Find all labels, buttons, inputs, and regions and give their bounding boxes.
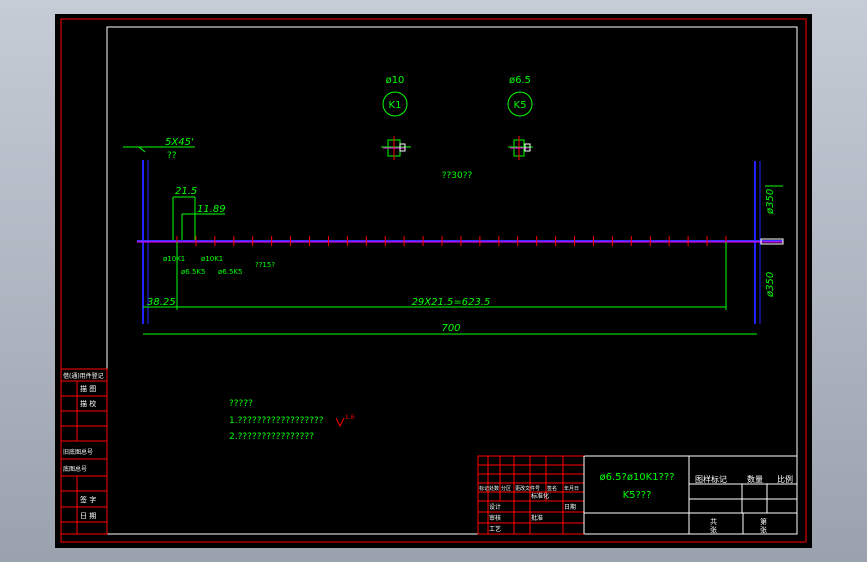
dim-span: 29X21.5=623.5	[177, 242, 727, 310]
right-label-2: 比例	[777, 474, 793, 484]
callout-k5-diameter: ø6.5	[509, 75, 531, 86]
callout-k5-symbol	[508, 136, 533, 160]
callout-k1: ø10 K1	[381, 75, 411, 160]
role-label-2: 工艺	[489, 525, 501, 533]
callout-k5-circle	[507, 91, 533, 117]
left-label-2: 描 校	[80, 399, 96, 408]
row-label-4: 签名	[547, 485, 557, 492]
left-label-5: 签 字	[80, 495, 96, 504]
role-label-3: 标准化	[531, 492, 549, 500]
dim-total-label: 700	[441, 323, 460, 334]
hole-label-3: ø6.5K5	[181, 268, 205, 276]
dim-21-5-label: 21.5	[175, 186, 197, 197]
dim-total: 700	[143, 323, 757, 335]
row-label-5: 年月日	[564, 485, 579, 492]
note-2: 2.????????????????	[229, 432, 314, 442]
title-block: 标记 处数 分区 更改文件号 签名 年月日 设计 审核 工艺 标准化 批准 日期	[477, 455, 798, 535]
change-table: 标记 处数 分区 更改文件号 签名 年月日 设计 审核 工艺 标准化 批准 日期	[477, 455, 585, 535]
hole-label-1: ø10K1	[163, 255, 185, 263]
row-label-3: 更改文件号	[515, 485, 540, 492]
left-label-1: 描 图	[80, 384, 96, 393]
part-name-line2: K5???	[623, 490, 652, 501]
pipe-end-stub	[760, 238, 784, 245]
hole-ticks	[176, 236, 727, 246]
center-note: ??30??	[442, 171, 473, 181]
left-label-3: 旧底图总号	[63, 448, 93, 456]
left-label-4: 底图总号	[63, 465, 87, 473]
roughness-value: 1.6	[345, 414, 355, 421]
chamfer-label: 5X45'	[165, 137, 194, 148]
drawing-sheet[interactable]: ø10 K1 ø6.5 K5	[55, 14, 812, 548]
role-label-1: 审核	[489, 514, 501, 522]
dim-38-25-label: 38.25	[147, 297, 176, 308]
role-label-5: 日期	[564, 503, 576, 511]
callout-k5: ø6.5 K5	[507, 75, 533, 160]
right-label-5: 第	[760, 517, 767, 526]
roughness-icon	[335, 417, 345, 428]
right-label-4: 张	[710, 525, 717, 534]
right-label-6: 张	[760, 525, 767, 534]
right-label-1: 数量	[747, 474, 763, 484]
drawing-canvas: ø10 K1 ø6.5 K5	[60, 18, 807, 543]
outer-frame	[60, 18, 807, 543]
dim-11-89-label: 11.89	[197, 204, 226, 215]
callout-k1-circle	[382, 91, 408, 117]
left-label-6: 日 期	[80, 512, 96, 520]
callout-k1-code: K1	[389, 100, 402, 111]
callout-k5-code: K5	[514, 100, 527, 111]
hole-label-4: ø6.5K5	[218, 268, 242, 276]
left-margin-table: 借(通)用件登记 描 图 描 校 旧底图总号 底图总号 签 字 日 期	[60, 368, 108, 535]
note-1: 1.??????????????????	[229, 416, 324, 426]
part-name-line1: ø6.5?ø10K1???	[599, 472, 674, 483]
chamfer-note: ??	[167, 151, 177, 161]
inner-frame	[106, 26, 798, 535]
notes-title: ?????	[229, 399, 253, 409]
right-label-3: 共	[710, 517, 717, 526]
right-diameter-1: ø350	[765, 189, 776, 215]
callout-k1-diameter: ø10	[386, 75, 405, 86]
right-diameter-2: ø350	[765, 272, 776, 298]
chamfer-dimension: 5X45' ??	[123, 137, 195, 161]
hole-label-2: ø10K1	[201, 255, 223, 263]
row-label-1: 处数	[489, 485, 499, 492]
right-label-0: 图样标记	[695, 474, 727, 484]
hole-label-5: ??15?	[255, 261, 275, 269]
dim-11-89: 11.89	[181, 204, 226, 240]
role-label-4: 批准	[531, 514, 543, 522]
row-label-2: 分区	[501, 485, 511, 492]
role-label-0: 设计	[489, 503, 501, 511]
dim-span-label: 29X21.5=623.5	[412, 297, 491, 308]
dim-21-5: 21.5	[172, 186, 197, 240]
row-label-0: 标记	[479, 485, 489, 492]
left-label-0: 借(通)用件登记	[63, 372, 104, 380]
callout-k1-symbol	[381, 136, 411, 160]
dim-38-25: 38.25	[143, 242, 178, 310]
